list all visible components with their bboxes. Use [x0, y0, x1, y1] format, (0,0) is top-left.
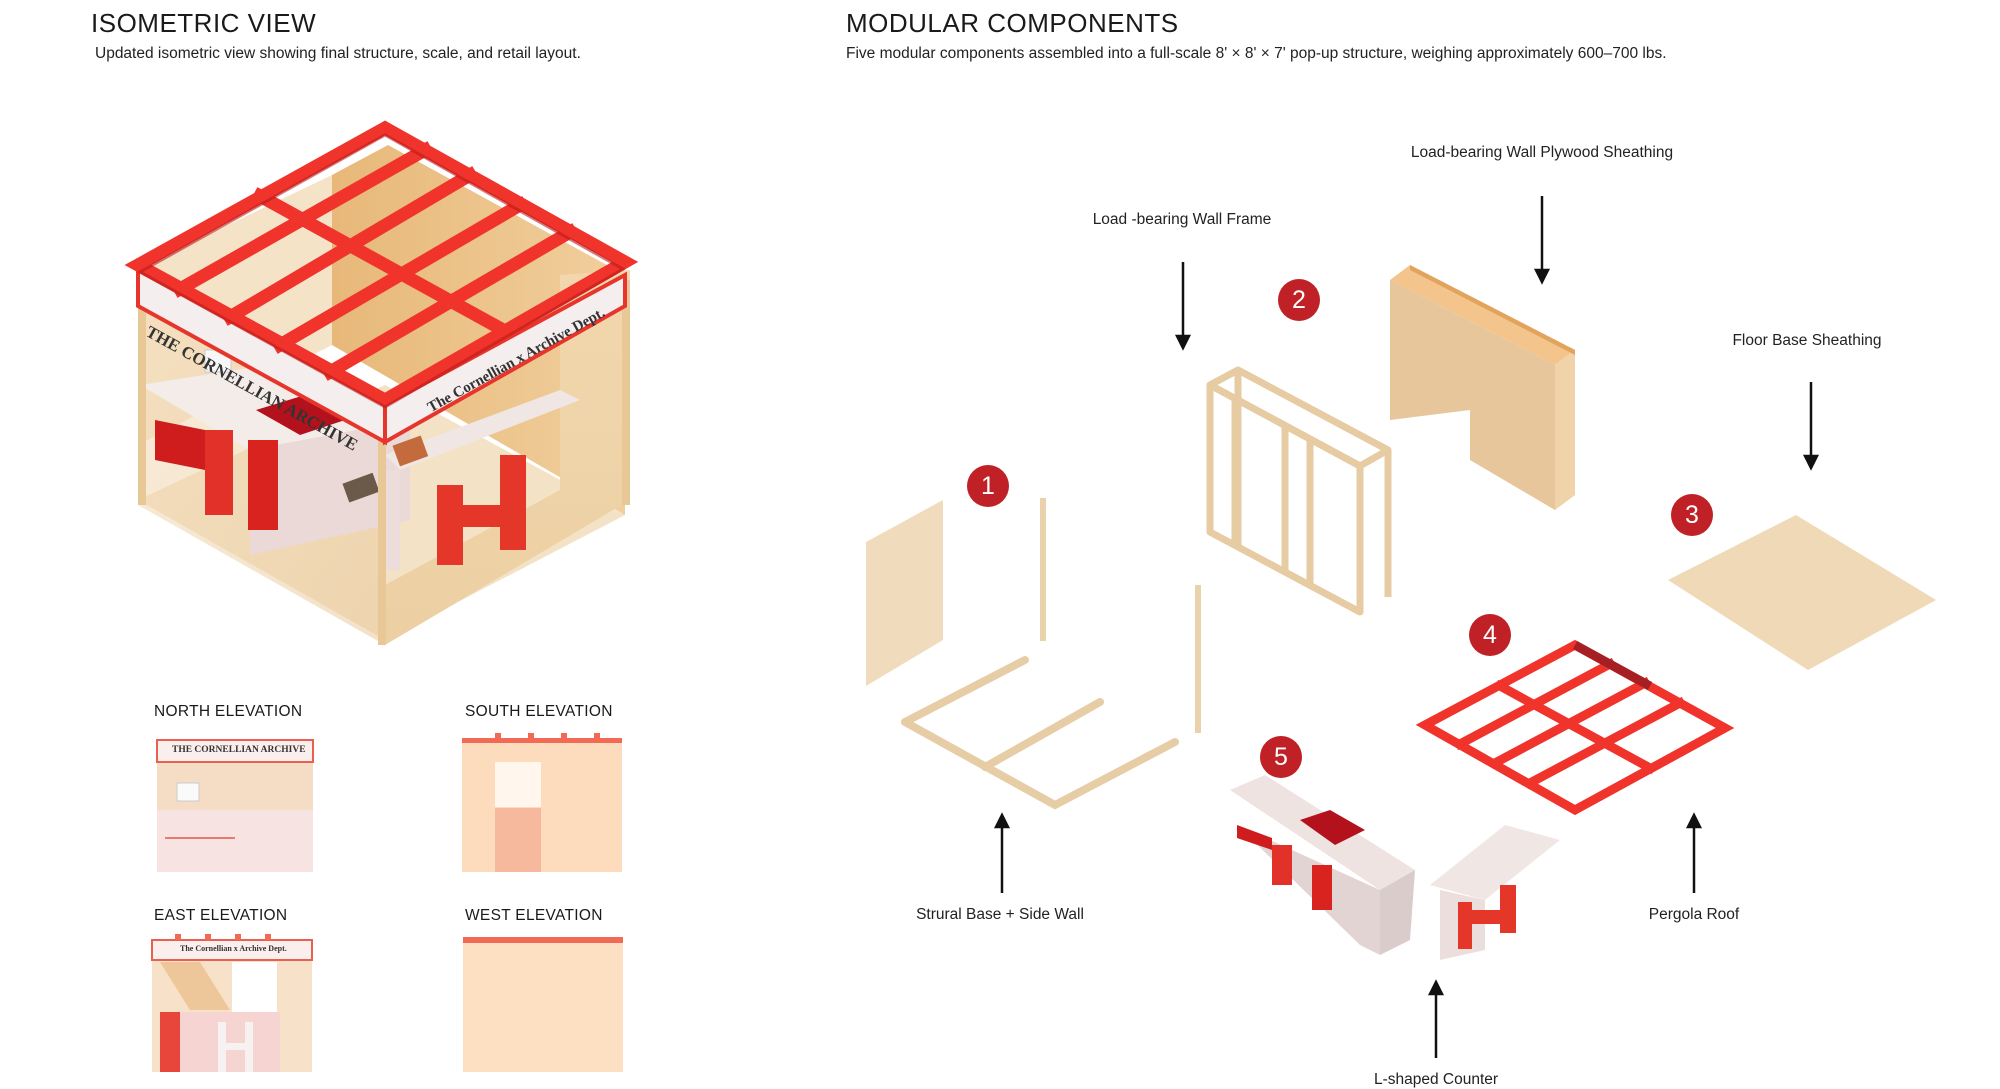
label-wall-frame: Load -bearing Wall Frame [1092, 211, 1272, 228]
counter-right-leg-1 [437, 485, 463, 565]
west-elevation-drawing [463, 937, 623, 1072]
pergola-roof-shadow-beam [1572, 641, 1653, 690]
post-front-left [138, 300, 146, 505]
component-3-floor-sheathing [1668, 515, 1936, 670]
label-pergola-roof: Pergola Roof [1648, 906, 1740, 923]
east-elevation-label: EAST ELEVATION [154, 907, 288, 924]
east-elevation-sign: The Cornellian x Archive Dept. [180, 944, 287, 953]
label-floor-sheathing: Floor Base Sheathing [1732, 332, 1882, 349]
post-front-right [622, 280, 630, 505]
counter-right-leg-2 [500, 455, 526, 550]
counter-right-cross [463, 505, 500, 527]
south-elevation-drawing [462, 733, 622, 872]
north-elevation-drawing [156, 739, 314, 872]
label-base-side-wall: Strural Base + Side Wall [916, 906, 1084, 923]
north-elevation-sign: THE CORNELLIAN ARCHIVE [172, 745, 306, 755]
booth-sign-side: The Cornellian x Archive Dept. [425, 304, 608, 416]
counter-red-leg-3 [155, 420, 205, 470]
label-counter: L-shaped Counter [1373, 1071, 1499, 1088]
counter-face-right [385, 470, 400, 570]
modular-components-subtitle: Five modular components assembled into a… [846, 45, 1667, 62]
counter-top-right [385, 390, 580, 470]
badge-component-4: 4 [1469, 614, 1511, 656]
modular-components-title: MODULAR COMPONENTS [846, 8, 1179, 38]
booth-left-back-wall [138, 175, 332, 445]
component-4-pergola-roof [1415, 639, 1735, 816]
west-elevation-label: WEST ELEVATION [465, 907, 603, 924]
counter-red-leg-1 [205, 430, 233, 515]
north-elevation-label: NORTH ELEVATION [154, 703, 303, 720]
callout-arrows [993, 196, 1820, 1058]
merch-book-2 [342, 472, 380, 503]
badge-component-3: 3 [1671, 494, 1713, 536]
component-2-wall-frame [1206, 366, 1392, 616]
counter-red-leg-2 [248, 440, 278, 530]
east-elevation-drawing [151, 934, 313, 1072]
component-2-plywood-sheathing [1390, 265, 1575, 510]
booth-floor [138, 385, 625, 640]
component-5-counter [1230, 775, 1560, 960]
label-plywood-sheathing: Load-bearing Wall Plywood Sheathing [1410, 144, 1674, 161]
badge-component-2: 2 [1278, 279, 1320, 321]
badge-component-5: 5 [1260, 736, 1302, 778]
post-front-center [378, 440, 386, 645]
south-elevation-label: SOUTH ELEVATION [465, 703, 613, 720]
merch-book-1 [392, 435, 429, 467]
isometric-view-subtitle: Updated isometric view showing final str… [95, 45, 581, 62]
isometric-view-title: ISOMETRIC VIEW [91, 8, 317, 38]
booth-sign-front: THE CORNELLIAN ARCHIVE [142, 322, 362, 455]
component-1-base-and-wall [866, 498, 1201, 810]
badge-component-1: 1 [967, 465, 1009, 507]
